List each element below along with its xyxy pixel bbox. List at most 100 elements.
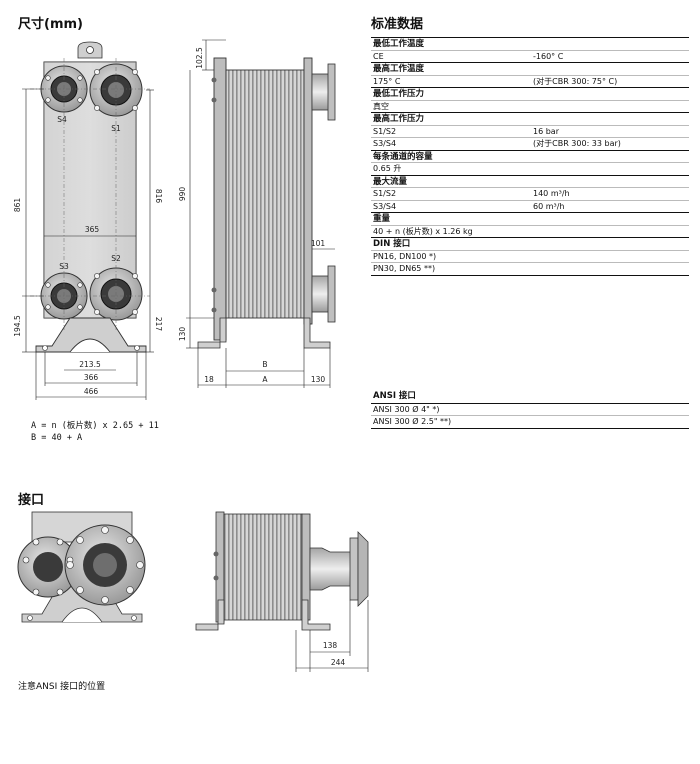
ansi-plate-pack (223, 513, 303, 621)
spec-section-header: 最低工作温度 (371, 37, 689, 50)
side-foot-right (303, 317, 331, 349)
dim-138: 138 (323, 641, 338, 650)
plate-pack (225, 69, 305, 319)
spec-title: 标准数据 (371, 17, 424, 32)
spec-section: 最高工作温度 175° C(对于CBR 300: 75° C) (371, 62, 689, 87)
spec-section-header: DIN 接口 (371, 237, 689, 250)
ansi-table: ANSI 接口 ANSI 300 Ø 4" *) ANSI 300 Ø 2.5"… (371, 390, 689, 429)
dim-217: 217 (154, 317, 163, 332)
spec-cell: S3/S4 (373, 139, 397, 148)
ansi-flange-small (17, 536, 79, 598)
spec-cell: 16 bar (533, 126, 559, 136)
spec-cell (533, 163, 689, 175)
flange-s2 (89, 267, 143, 321)
spec-cell: 真空 (373, 101, 389, 111)
ansi-dim-labels: 138 244 (323, 641, 346, 667)
port-inner (108, 286, 124, 302)
plate-stub (31, 511, 133, 543)
dim-130-horizontal: 130 (311, 375, 326, 384)
ansi-frame-bolts (213, 551, 219, 581)
spec-cell: PN30, DN65 **) (373, 264, 436, 273)
side-dimensions (186, 39, 335, 388)
port-bore (100, 74, 132, 106)
flange-disc (40, 65, 88, 113)
ansi-row: ANSI 300 Ø 2.5" **) (371, 415, 689, 428)
port-bore (50, 75, 78, 103)
ansi-table-end-rule (371, 427, 689, 429)
spec-cell: PN16, DN100 *) (373, 251, 437, 261)
dim-102-5: 102.5 (195, 47, 204, 69)
spec-cell: 60 m³/h (533, 201, 565, 211)
spec-cell: CE (373, 51, 384, 61)
connections-title: 接口 (18, 493, 45, 508)
ansi-bore-small (33, 552, 63, 582)
dim-213-5: 213.5 (79, 360, 101, 369)
base-arch (69, 338, 111, 353)
formula-b: B = 40 + A (31, 433, 83, 443)
spec-section-header: 每条通道的容量 (371, 149, 689, 163)
spec-cell: S3/S4 (373, 201, 397, 211)
spec-table-end-rule (371, 274, 689, 276)
spec-section: 最低工作温度 CE -160° C (371, 37, 689, 62)
flange-disc (89, 267, 143, 321)
port-inner (57, 289, 71, 303)
ansi-frame-plate (215, 511, 225, 623)
spec-section-header: 最大流量 (371, 174, 689, 188)
spec-table: 最低工作温度 CE -160° C 最高工作温度 175° C(对于CBR 300… (371, 37, 689, 276)
spec-cell: (对于CBR 300: 75° C) (533, 76, 618, 86)
dim-a: A (262, 375, 268, 384)
spec-row: 0.65 升 (371, 162, 689, 175)
dim-101: 101 (311, 239, 326, 248)
spec-cell: S1/S2 (373, 189, 397, 198)
side-dim-labels: 102.5 990 130 101 B A 18 130 (178, 47, 325, 384)
base-foot (35, 317, 147, 353)
dim-18: 18 (204, 375, 214, 384)
flange-s4 (40, 65, 88, 113)
spec-cell: 0.65 升 (373, 164, 402, 173)
flange-s1 (89, 63, 143, 117)
port-bore (50, 282, 78, 310)
ansi-flange-ring (349, 537, 359, 601)
ansi-foot-right (301, 599, 331, 631)
spec-cell (533, 251, 689, 263)
plate-body (43, 61, 137, 319)
spec-section-header: 最高工作温度 (371, 62, 689, 75)
ansi-bore-inner (93, 553, 117, 577)
ansi-cell: ANSI 300 Ø 2.5" **) (373, 417, 452, 426)
spec-section-header: 最低工作压力 (371, 87, 689, 100)
formula-a: A = n (板片数) x 2.65 + 11 (31, 421, 159, 431)
dim-244: 244 (331, 658, 346, 667)
dim-194-5: 194.5 (13, 315, 22, 337)
ansi-front-view (17, 511, 146, 623)
spec-cell: (对于CBR 300: 33 bar) (533, 139, 621, 148)
spec-row: CE -160° C (371, 49, 689, 63)
dim-816: 816 (154, 189, 163, 204)
bolt-holes (45, 69, 138, 315)
spec-section-header: 重量 (371, 212, 689, 225)
dim-990: 990 (178, 187, 187, 202)
ansi-note: 注意ANSI 接口的位置 (18, 682, 106, 692)
frame-bolts (211, 77, 217, 313)
dim-130-vertical: 130 (178, 327, 187, 342)
ansi-section-header: ANSI 接口 (373, 391, 416, 401)
rear-plate (303, 57, 313, 325)
side-foot-left (197, 317, 227, 349)
ansi-foot-hole (27, 615, 33, 621)
ansi-side-view: 138 244 (195, 511, 369, 672)
spec-cell: 40 + n (板片数) x 1.26 kg (373, 226, 473, 236)
ansi-dimensions (295, 600, 369, 672)
spec-row: S3/S4 60 m³/h (371, 199, 689, 213)
spec-row: 真空 (371, 99, 689, 113)
spec-cell: -160° C (533, 51, 564, 61)
flange-disc (40, 272, 88, 320)
spec-row: 175° C(对于CBR 300: 75° C) (371, 74, 689, 88)
foot-hole (134, 345, 140, 351)
lug-hole (86, 46, 94, 54)
spec-section: 重量 40 + n (板片数) x 1.26 kg (371, 212, 689, 237)
port-inner (108, 82, 124, 98)
dim-b: B (262, 360, 267, 369)
pipe-connection-bottom (311, 275, 331, 313)
flange-s3 (40, 272, 88, 320)
